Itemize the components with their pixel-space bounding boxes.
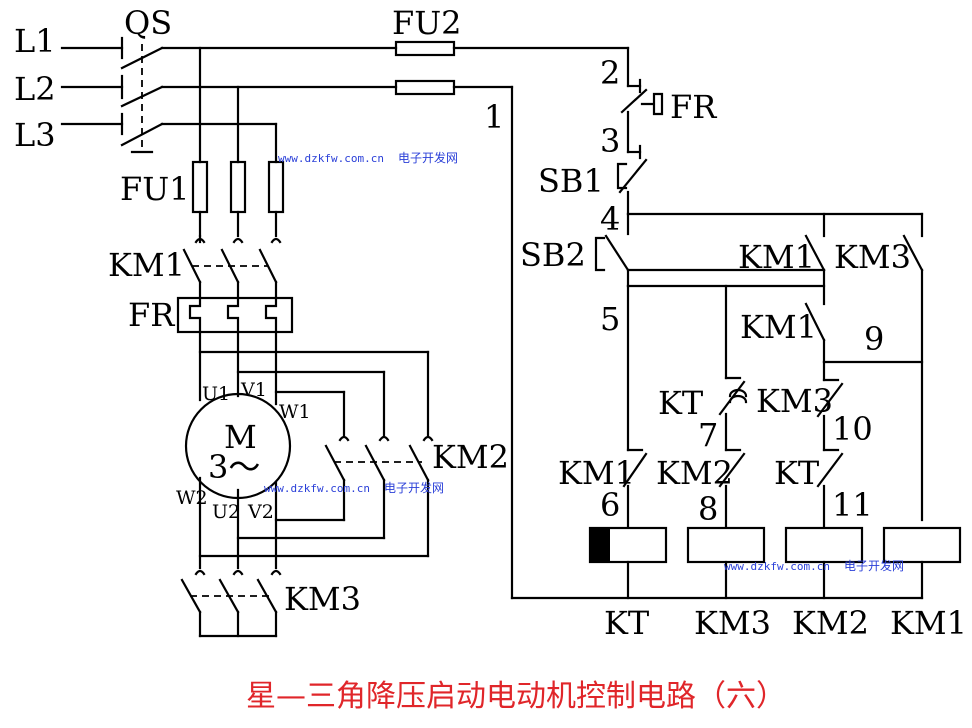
- watermark-site-3: 电子开发网: [844, 558, 904, 573]
- node-9: 9: [864, 320, 884, 358]
- coil-label-km2: KM2: [792, 604, 869, 642]
- watermark-url-3: www.dzkfw.com.cn: [724, 560, 830, 573]
- motor-phase: 3～: [208, 448, 260, 486]
- terminal-v2: V2: [247, 501, 274, 523]
- label-km1-aux-mid: KM1: [740, 308, 817, 346]
- node-6: 6: [600, 486, 620, 524]
- label-qs: QS: [124, 4, 172, 42]
- node-7: 7: [698, 416, 718, 454]
- label-km3-aux-top: KM3: [834, 238, 911, 276]
- terminal-w1: W1: [279, 401, 311, 423]
- diagram-title: 星—三角降压启动电动机控制电路（六）: [246, 679, 786, 714]
- power-circuit: [60, 36, 630, 638]
- label-km1-power: KM1: [108, 246, 185, 284]
- label-sb2: SB2: [520, 236, 586, 274]
- watermark-url-2: www.dzkfw.com.cn: [264, 482, 370, 495]
- node-10: 10: [832, 410, 873, 448]
- coil-km2: [784, 526, 864, 564]
- label-km3-power: KM3: [284, 580, 361, 618]
- coil-label-km1: KM1: [890, 604, 967, 642]
- label-l1: L1: [14, 22, 56, 60]
- coil-label-kt: KT: [604, 604, 650, 642]
- node-2: 2: [600, 54, 620, 92]
- motor-symbol: M: [224, 418, 257, 456]
- labels: L1 L2 L3 QS FU2 FU1 KM1 FR KM2 KM3 M 3～ …: [14, 4, 967, 714]
- node-4: 4: [600, 200, 620, 238]
- motor-circle: [184, 392, 292, 500]
- label-km2-power: KM2: [432, 438, 509, 476]
- label-sb1: SB1: [538, 162, 604, 200]
- label-fu2: FU2: [392, 4, 462, 42]
- watermark-site-2: 电子开发网: [384, 480, 444, 495]
- terminal-u2: U2: [212, 501, 240, 523]
- node-5: 5: [600, 300, 620, 338]
- label-km2-nc: KM2: [656, 454, 733, 492]
- watermark-url-1: www.dzkfw.com.cn: [278, 152, 384, 165]
- watermark-site-1: 电子开发网: [398, 150, 458, 165]
- terminal-w2: W2: [176, 487, 208, 509]
- coil-km3: [686, 526, 766, 564]
- label-kt-timed: KT: [658, 384, 704, 422]
- label-fr-control: FR: [670, 88, 717, 126]
- coil-km1: [882, 526, 962, 564]
- label-kt-nc: KT: [774, 454, 820, 492]
- coil-kt-fill: [590, 528, 610, 562]
- node-11: 11: [832, 486, 873, 524]
- control-circuit: [510, 46, 962, 600]
- label-km3-nc: KM3: [756, 382, 833, 420]
- coil-label-km3: KM3: [694, 604, 771, 642]
- label-fu1: FU1: [120, 170, 190, 208]
- node-8: 8: [698, 490, 718, 528]
- node-3: 3: [600, 122, 620, 160]
- fu2-fuses: [394, 40, 456, 96]
- label-fr-power: FR: [128, 296, 175, 334]
- label-l3: L3: [14, 116, 56, 154]
- label-km1-coil-branch: KM1: [558, 454, 635, 492]
- node-1: 1: [484, 98, 504, 136]
- label-l2: L2: [14, 70, 56, 108]
- terminal-u1: U1: [202, 383, 230, 405]
- label-km1-aux-top: KM1: [738, 238, 815, 276]
- terminal-v1: V1: [240, 379, 267, 401]
